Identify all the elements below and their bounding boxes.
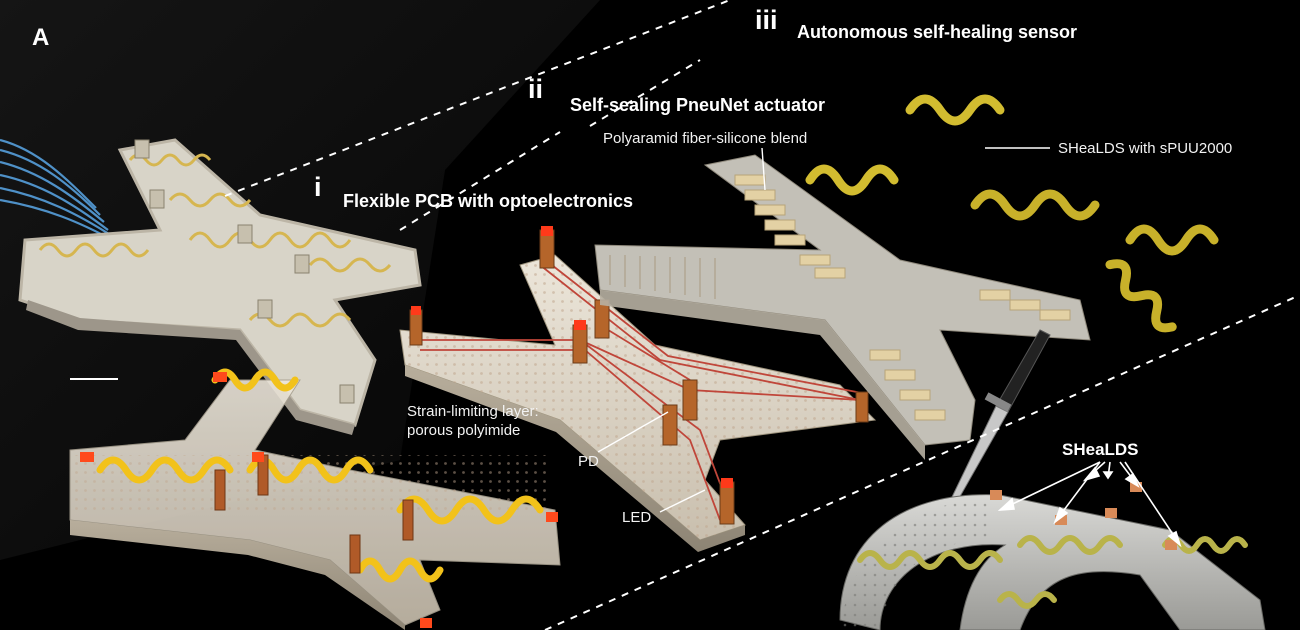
- layer-ii-title: Self-sealing PneuNet actuator: [570, 95, 825, 116]
- shealds-label: SHeaLDS: [1062, 440, 1139, 459]
- photo-panel: [0, 0, 600, 560]
- leader-lines: [597, 147, 1050, 513]
- bent-actuator: [839, 482, 1266, 630]
- pcb-layer: [399, 226, 877, 552]
- layer-i-title: Flexible PCB with optoelectronics: [343, 191, 634, 211]
- led-label: LED: [622, 509, 652, 526]
- assembled-device: [69, 368, 561, 630]
- layer-i-numeral: i: [314, 172, 322, 202]
- layer-ii-numeral: ii: [528, 74, 544, 104]
- layer-ii-title-text: Self-sealing PneuNet actuator: [570, 95, 826, 115]
- knife: [951, 329, 1051, 501]
- layer-iii-numeral: iii: [755, 5, 778, 35]
- panel-letter: A: [32, 24, 50, 51]
- layer-separators: [224, 0, 1300, 630]
- actuator-layer: [594, 154, 1091, 460]
- pd-label: PD: [578, 453, 599, 470]
- fiber-blend-label: Polyaramid fiber-silicone blend: [603, 130, 808, 147]
- sensor-layer: [805, 94, 1219, 333]
- sheal-with-label: SHeaLDS with sPUU2000: [1058, 140, 1233, 157]
- layer-iii-title: Autonomous self-healing sensor: [797, 22, 1078, 42]
- shealds-arrows: [997, 461, 1182, 548]
- strain-limiting-label: Strain-limiting layer: porous polyimide: [407, 403, 539, 439]
